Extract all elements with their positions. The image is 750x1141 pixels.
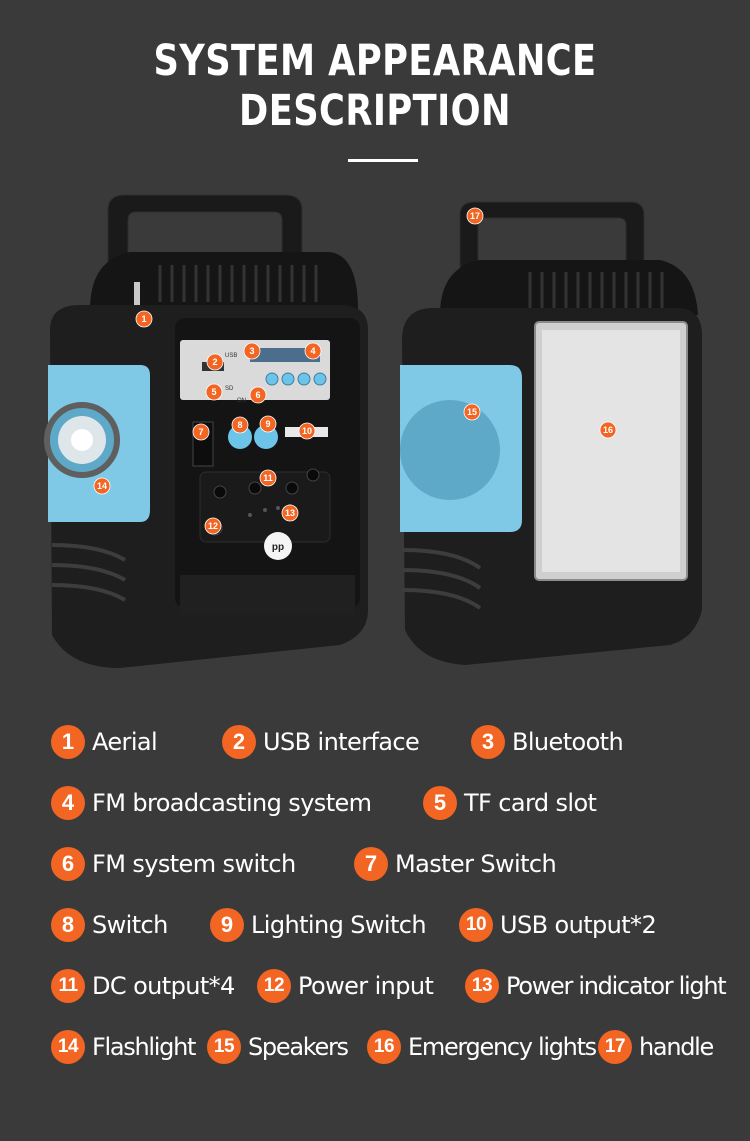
front-callouts: 1 2 3 4 5 6 7 8 9 10 11 12 13 14 xyxy=(93,310,322,535)
svg-text:16: 16 xyxy=(603,425,613,435)
legend-label: Power indicator light xyxy=(506,972,727,1000)
svg-text:3: 3 xyxy=(249,346,254,356)
legend-number-badge: 7 xyxy=(354,847,388,881)
legend-item-speakers: 15 Speakers xyxy=(207,1027,349,1067)
page-title: SYSTEM APPEARANCE DESCRIPTION xyxy=(68,36,683,136)
switch-8 xyxy=(228,425,252,449)
legend-row-5: 11 DC output*4 12 Power input 13 Power i… xyxy=(0,966,750,1027)
legend-item-emergency-lights: 16 Emergency lights xyxy=(367,1027,597,1067)
legend-label: FM system switch xyxy=(92,850,296,878)
legend-number-badge: 12 xyxy=(257,969,291,1003)
legend-number-badge: 15 xyxy=(207,1030,241,1064)
svg-text:10: 10 xyxy=(302,426,312,436)
legend-item-power-indicator-light: 13 Power indicator light xyxy=(465,966,727,1006)
svg-text:4: 4 xyxy=(310,346,315,356)
legend-item-power-input: 12 Power input xyxy=(257,966,434,1006)
legend-item-usb-output: 10 USB output*2 xyxy=(459,905,657,945)
svg-text:2: 2 xyxy=(212,357,217,367)
usb-output-1 xyxy=(285,427,305,437)
legend-item-flashlight: 14 Flashlight xyxy=(51,1027,196,1067)
svg-text:6: 6 xyxy=(255,390,260,400)
legend-row-1: 1 Aerial 2 USB interface 3 Bluetooth xyxy=(0,722,750,783)
legend-label: Master Switch xyxy=(395,850,557,878)
legend-item-switch: 8 Switch xyxy=(51,905,168,945)
legend-number-badge: 8 xyxy=(51,908,85,942)
svg-text:1: 1 xyxy=(141,314,146,324)
front-bottom-grille xyxy=(180,575,355,615)
legend-item-usb-interface: 2 USB interface xyxy=(222,722,420,762)
legend-row-6: 14 Flashlight 15 Speakers 16 Emergency l… xyxy=(0,1027,750,1088)
back-callouts: 15 16 17 xyxy=(463,207,617,439)
front-top-cap xyxy=(90,252,358,310)
legend-label: Flashlight xyxy=(92,1033,196,1061)
legend-label: Aerial xyxy=(92,728,158,756)
on-text: ON xyxy=(237,398,246,404)
title-divider xyxy=(348,159,418,162)
legend-label: Switch xyxy=(92,911,168,939)
legend-label: Bluetooth xyxy=(512,728,624,756)
display-screen xyxy=(250,348,320,362)
legend-label: handle xyxy=(639,1033,714,1061)
legend-item-tf-card-slot: 5 TF card slot xyxy=(423,783,597,823)
legend-number-badge: 11 xyxy=(51,969,85,1003)
svg-text:11: 11 xyxy=(263,473,273,483)
svg-text:5: 5 xyxy=(211,387,216,397)
svg-text:17: 17 xyxy=(470,211,480,221)
front-device: USB SD ON pp 1 2 xyxy=(44,194,368,668)
legend-number-badge: 2 xyxy=(222,725,256,759)
sd-text: SD xyxy=(225,386,234,392)
title-line-1: SYSTEM APPEARANCE xyxy=(153,36,597,86)
legend-item-lighting-switch: 9 Lighting Switch xyxy=(210,905,427,945)
legend-row-2: 4 FM broadcasting system 5 TF card slot xyxy=(0,783,750,844)
legend-label: DC output*4 xyxy=(92,972,235,1000)
legend-label: TF card slot xyxy=(464,789,597,817)
legend-label: Emergency lights xyxy=(408,1033,597,1061)
legend-number-badge: 14 xyxy=(51,1030,85,1064)
speaker-grille xyxy=(400,400,500,500)
legend-number-badge: 9 xyxy=(210,908,244,942)
legend-label: FM broadcasting system xyxy=(92,789,372,817)
svg-text:9: 9 xyxy=(265,419,270,429)
back-device: 15 16 17 xyxy=(400,201,702,665)
legend-label: Speakers xyxy=(248,1033,349,1061)
usb-output-2 xyxy=(308,427,328,437)
legend-item-master-switch: 7 Master Switch xyxy=(354,844,557,884)
legend-number-badge: 13 xyxy=(465,969,499,1003)
brand-logo xyxy=(264,532,292,560)
legend-label: Power input xyxy=(298,972,434,1000)
product-illustration: USB SD ON pp 1 2 xyxy=(44,194,702,668)
legend: 1 Aerial 2 USB interface 3 Bluetooth 4 F… xyxy=(0,722,750,1088)
legend-number-badge: 10 xyxy=(459,908,493,942)
svg-text:13: 13 xyxy=(285,508,295,518)
back-top-cap xyxy=(440,260,698,315)
legend-item-fm-system-switch: 6 FM system switch xyxy=(51,844,296,884)
legend-label: USB interface xyxy=(263,728,420,756)
legend-row-4: 8 Switch 9 Lighting Switch 10 USB output… xyxy=(0,905,750,966)
legend-item-handle: 17 handle xyxy=(598,1027,714,1067)
legend-item-aerial: 1 Aerial xyxy=(51,722,158,762)
legend-item-fm-broadcasting: 4 FM broadcasting system xyxy=(51,783,372,823)
svg-text:8: 8 xyxy=(237,420,242,430)
legend-label: USB output*2 xyxy=(500,911,657,939)
legend-number-badge: 1 xyxy=(51,725,85,759)
logo-text: pp xyxy=(272,542,284,553)
legend-item-bluetooth: 3 Bluetooth xyxy=(471,722,624,762)
usb-text: USB xyxy=(225,353,237,359)
svg-text:14: 14 xyxy=(97,481,107,491)
legend-row-3: 6 FM system switch 7 Master Switch xyxy=(0,844,750,905)
legend-number-badge: 17 xyxy=(598,1030,632,1064)
legend-number-badge: 3 xyxy=(471,725,505,759)
legend-label: Lighting Switch xyxy=(251,911,427,939)
legend-number-badge: 4 xyxy=(51,786,85,820)
legend-number-badge: 6 xyxy=(51,847,85,881)
svg-text:12: 12 xyxy=(208,521,218,531)
front-antenna xyxy=(134,282,140,312)
svg-text:15: 15 xyxy=(467,407,477,417)
legend-number-badge: 16 xyxy=(367,1030,401,1064)
svg-text:7: 7 xyxy=(198,427,203,437)
title-line-2: DESCRIPTION xyxy=(239,86,511,136)
legend-number-badge: 5 xyxy=(423,786,457,820)
legend-item-dc-output: 11 DC output*4 xyxy=(51,966,235,1006)
